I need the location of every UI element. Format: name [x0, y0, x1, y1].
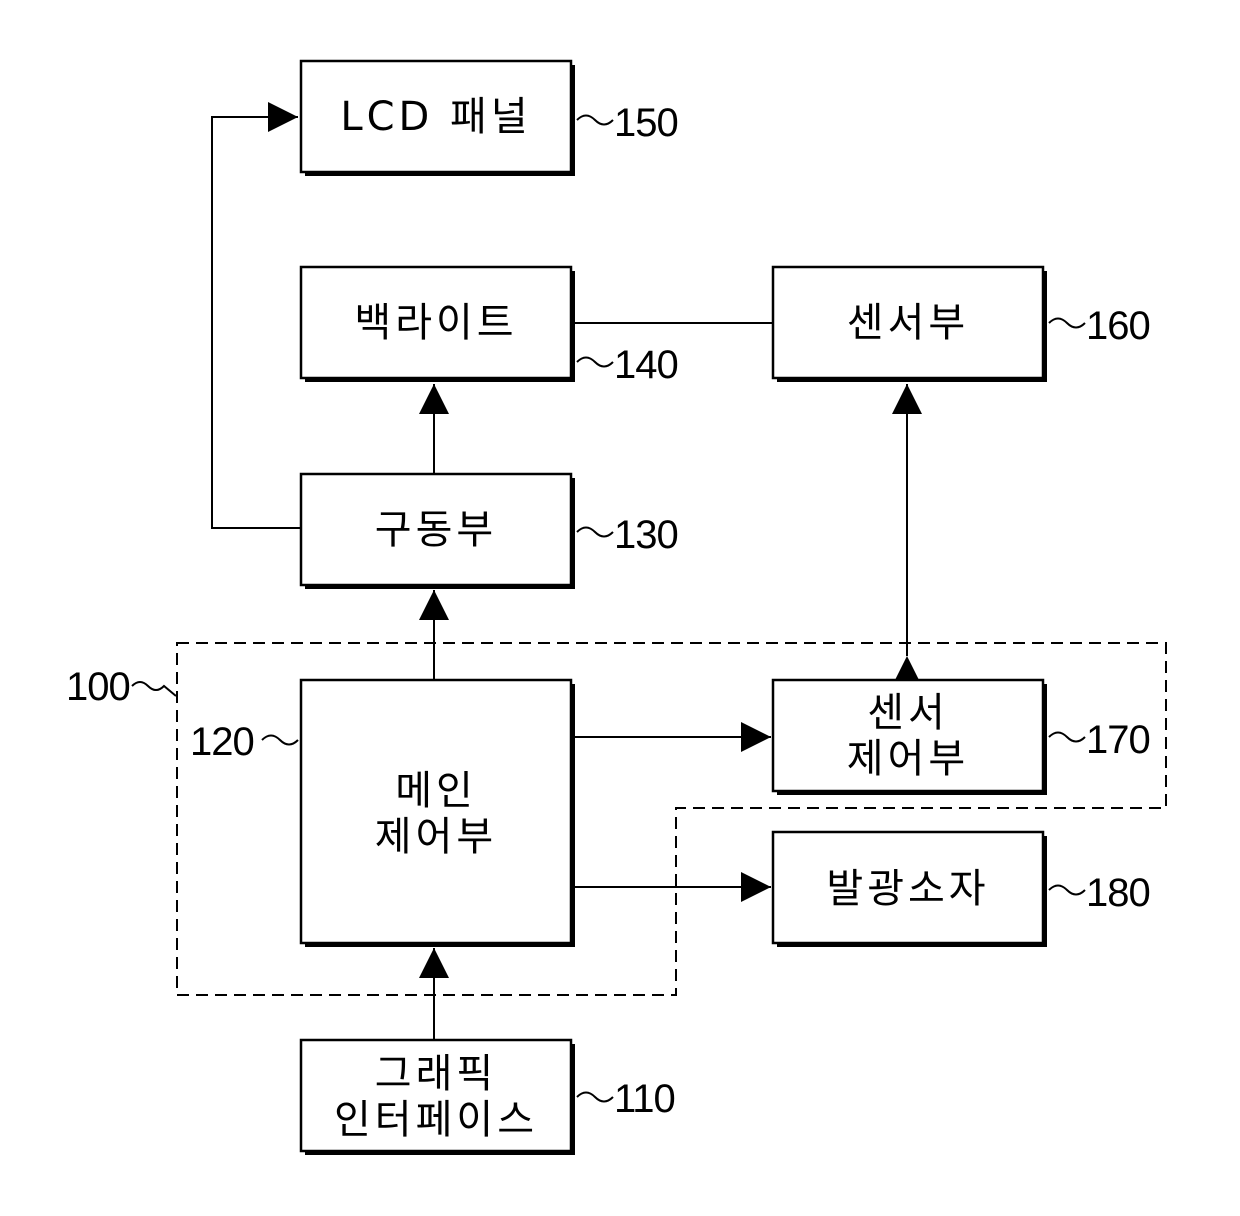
- light-emitter-label: 발광소자: [826, 866, 989, 912]
- sensor-controller-label-line2: 제어부: [847, 736, 969, 782]
- block-backlight: 백라이트: [301, 267, 575, 382]
- connector-driver-to-lcd: [212, 117, 301, 528]
- ref-130: 130: [614, 513, 678, 557]
- block-graphic-interface: 그래픽 인터페이스: [301, 1040, 575, 1155]
- backlight-label: 백라이트: [354, 300, 517, 346]
- leader-150: [577, 116, 613, 125]
- main-controller-label-line1: 메인: [395, 768, 477, 814]
- ref-160: 160: [1086, 304, 1150, 348]
- lcd-panel-label: LCD 패널: [340, 94, 531, 140]
- ref-110: 110: [614, 1077, 675, 1121]
- ref-120: 120: [190, 720, 254, 764]
- block-main-controller: 메인 제어부: [301, 680, 575, 947]
- block-sensor-unit: 센서부: [773, 267, 1047, 382]
- leader-120: [262, 736, 298, 745]
- sensor-unit-label: 센서부: [847, 300, 969, 346]
- ref-100: 100: [66, 665, 130, 709]
- block-light-emitter: 발광소자: [773, 832, 1047, 947]
- leader-100: [132, 682, 176, 696]
- driver-label: 구동부: [375, 507, 497, 553]
- leader-140: [577, 358, 613, 367]
- graphic-interface-label-line2: 인터페이스: [334, 1097, 538, 1143]
- leader-160: [1049, 319, 1085, 328]
- leader-130: [577, 528, 613, 537]
- leader-180: [1049, 886, 1085, 895]
- sensor-controller-label-line1: 센서: [867, 690, 949, 736]
- block-lcd-panel: LCD 패널: [301, 61, 575, 176]
- graphic-interface-label-line1: 그래픽: [375, 1051, 497, 1097]
- ref-150: 150: [614, 101, 678, 145]
- ref-180: 180: [1086, 871, 1150, 915]
- block-driver: 구동부: [301, 474, 575, 589]
- block-sensor-controller: 센서 제어부: [773, 680, 1047, 795]
- main-controller-label-line2: 제어부: [375, 814, 497, 860]
- leader-170: [1049, 733, 1085, 742]
- ref-170: 170: [1086, 718, 1150, 762]
- ref-140: 140: [614, 343, 678, 387]
- leader-110: [577, 1093, 613, 1102]
